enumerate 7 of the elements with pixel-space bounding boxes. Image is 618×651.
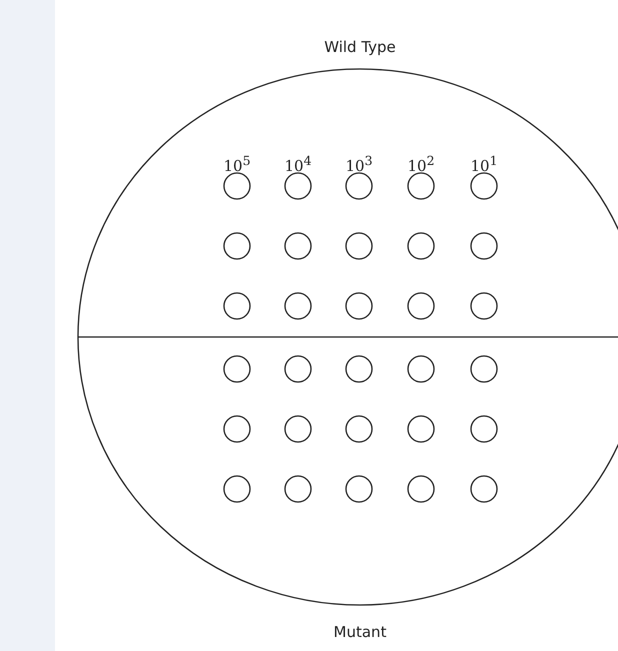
dilution-label: 10$^{3}$ bbox=[345, 153, 373, 175]
plate-half-title: Wild Type bbox=[324, 38, 396, 56]
plate-half-title: Mutant bbox=[334, 623, 386, 641]
dilution-label: 10$^{2}$ bbox=[407, 153, 435, 175]
dilution-label: 10$^{1}$ bbox=[470, 153, 498, 175]
dilution-label: 10$^{4}$ bbox=[284, 153, 312, 175]
dilution-label: 10$^{5}$ bbox=[223, 153, 251, 175]
